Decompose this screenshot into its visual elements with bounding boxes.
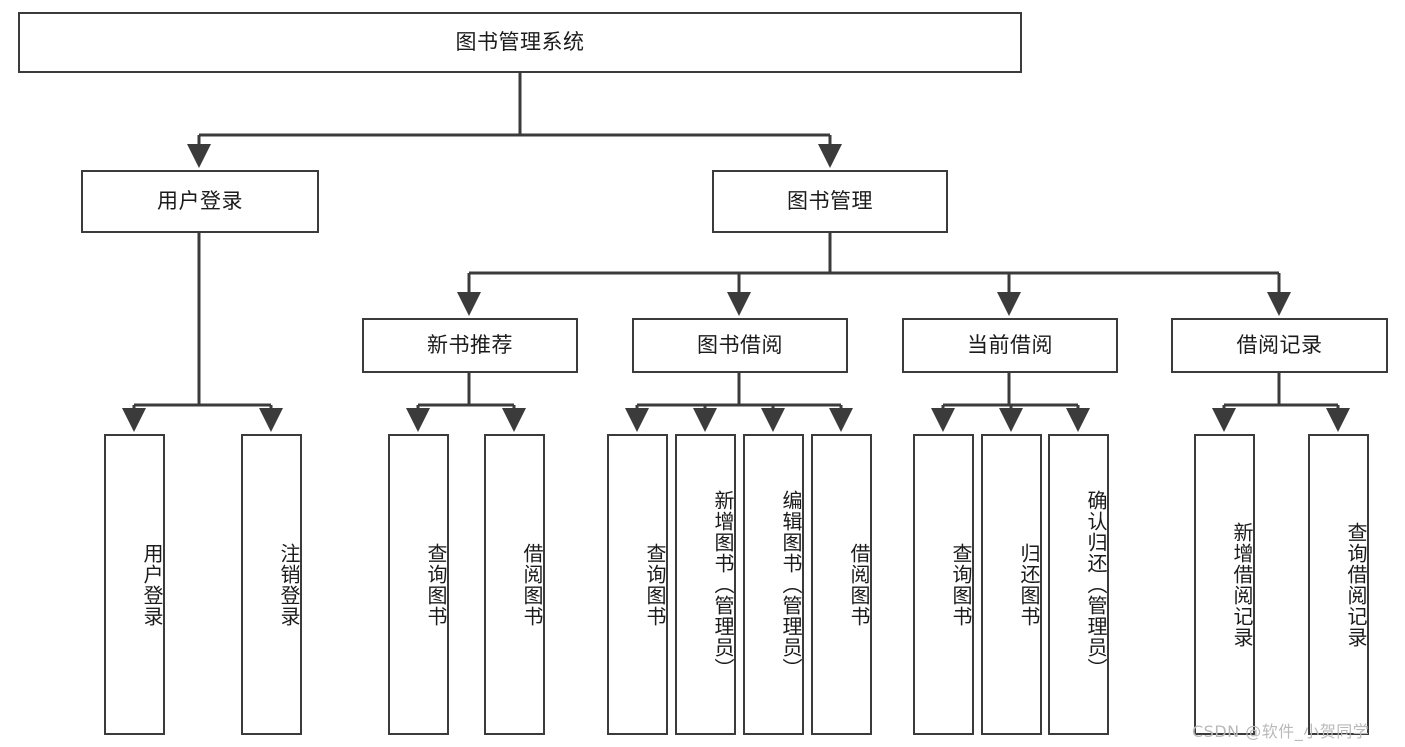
node-user-login-label: 用户登录 [157,188,243,213]
node-current-borrow[interactable]: 当前借阅 [902,318,1118,373]
node-root-label: 图书管理系统 [455,29,585,54]
node-book-manage[interactable]: 图书管理 [712,170,948,233]
node-leaf-query-record-label: 查询借阅记录 [1344,521,1368,648]
node-book-borrow[interactable]: 图书借阅 [632,318,848,373]
node-new-book-rec[interactable]: 新书推荐 [362,318,578,373]
node-book-manage-label: 图书管理 [787,188,873,213]
node-new-book-rec-label: 新书推荐 [427,332,513,357]
node-leaf-query-record[interactable]: 查询借阅记录 [1308,434,1369,735]
node-leaf-borrow-book-2[interactable]: 借阅图书 [811,434,872,735]
node-leaf-return-book-label: 归还图书 [1017,542,1041,627]
node-user-login[interactable]: 用户登录 [81,170,319,233]
node-leaf-borrow-book-1[interactable]: 借阅图书 [484,434,545,735]
node-leaf-edit-book-label: 编辑图书（管理员） [779,490,803,679]
node-leaf-query-book-1-label: 查询图书 [424,542,448,627]
node-leaf-return-book[interactable]: 归还图书 [981,434,1042,735]
node-leaf-edit-book[interactable]: 编辑图书（管理员） [743,434,804,735]
node-leaf-confirm-return[interactable]: 确认归还（管理员） [1048,434,1109,735]
node-leaf-user-login-label: 用户登录 [140,542,164,627]
node-current-borrow-label: 当前借阅 [967,332,1053,357]
node-leaf-add-book-label: 新增图书（管理员） [711,490,735,679]
node-borrow-record[interactable]: 借阅记录 [1171,318,1388,373]
node-leaf-query-book-3-label: 查询图书 [949,542,973,627]
csdn-watermark: CSDN @软件_小贺同学 [1192,722,1370,741]
node-leaf-query-book-2[interactable]: 查询图书 [607,434,668,735]
node-leaf-query-book-1[interactable]: 查询图书 [388,434,449,735]
node-leaf-add-record[interactable]: 新增借阅记录 [1194,434,1255,735]
node-book-borrow-label: 图书借阅 [697,332,783,357]
node-leaf-user-login[interactable]: 用户登录 [104,434,165,735]
node-borrow-record-label: 借阅记录 [1236,332,1323,357]
node-leaf-add-book[interactable]: 新增图书（管理员） [675,434,736,735]
node-leaf-query-book-2-label: 查询图书 [643,542,667,627]
node-leaf-user-logout-label: 注销登录 [277,542,301,627]
node-leaf-confirm-return-label: 确认归还（管理员） [1084,490,1108,679]
node-leaf-add-record-label: 新增借阅记录 [1230,521,1254,648]
node-leaf-user-logout[interactable]: 注销登录 [241,434,302,735]
node-leaf-borrow-book-2-label: 借阅图书 [847,542,871,627]
node-leaf-query-book-3[interactable]: 查询图书 [913,434,974,735]
node-leaf-borrow-book-1-label: 借阅图书 [520,542,544,627]
node-root[interactable]: 图书管理系统 [18,12,1022,73]
